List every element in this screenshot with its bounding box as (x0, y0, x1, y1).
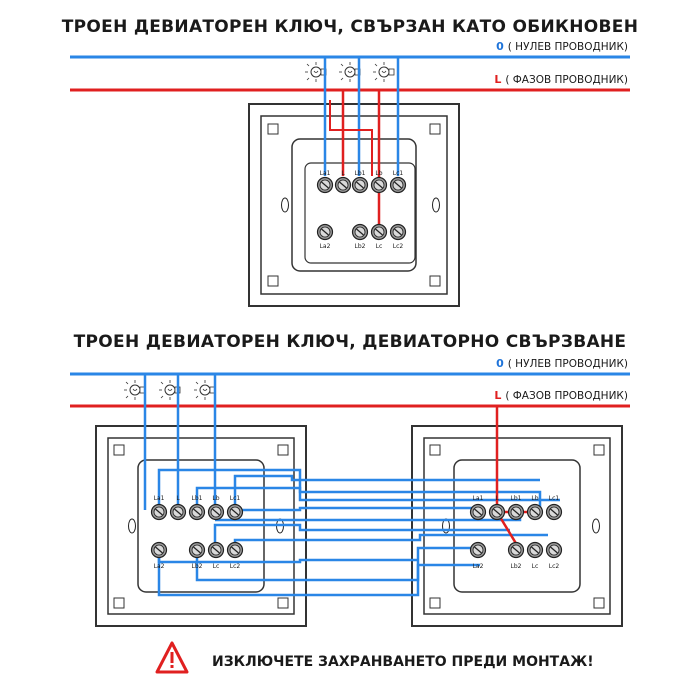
bottom-phase-letter: L (494, 389, 501, 402)
terminal-label: L (341, 170, 345, 177)
terminal-label: Lc1 (549, 495, 560, 502)
warning-text: ИЗКЛЮЧЕТЕ ЗАХРАНВАНЕТО ПРЕДИ МОНТАЖ! (212, 654, 594, 670)
terminal-label: Lc2 (230, 563, 241, 570)
terminal-label: La1 (473, 495, 484, 502)
terminal-label: L (495, 495, 499, 502)
top-phase-label: L ( ФАЗОВ ПРОВОДНИК) (494, 73, 628, 86)
terminal-label: Lb1 (355, 170, 366, 177)
terminal-label: Lc2 (393, 243, 404, 250)
warning-triangle-icon (155, 641, 189, 674)
lamp-icon (193, 379, 216, 401)
top-phase-text: ( ФАЗОВ ПРОВОДНИК) (505, 74, 628, 86)
terminal-label: La2 (154, 563, 165, 570)
terminal-label: La1 (320, 170, 331, 177)
top-phase-letter: L (494, 73, 501, 86)
terminal-label: Lc (376, 243, 383, 250)
bottom-phase-label: L ( ФАЗОВ ПРОВОДНИК) (494, 389, 628, 402)
terminal-label: L (176, 495, 180, 502)
top-wire-lb (329, 100, 373, 176)
right-switch (411, 425, 623, 627)
terminal-label: Lb (375, 170, 382, 177)
terminal-label: Lb1 (192, 495, 203, 502)
terminal-label: Lc (213, 563, 220, 570)
terminal-label: Lb (212, 495, 219, 502)
terminal-label: Lc (532, 563, 539, 570)
bottom-phase-text: ( ФАЗОВ ПРОВОДНИК) (505, 390, 628, 402)
terminal-label: La2 (473, 563, 484, 570)
terminal-label: Lb2 (192, 563, 203, 570)
bottom-title: ТРОЕН ДЕВИАТОРЕН КЛЮЧ, ДЕВИАТОРНО СВЪРЗВ… (74, 332, 627, 352)
lamp-icon (123, 379, 146, 401)
bottom-neutral-letter: 0 (496, 357, 504, 370)
terminal-label: La1 (154, 495, 165, 502)
top-neutral-letter: 0 (496, 40, 504, 53)
lamp-icon (372, 61, 395, 83)
bottom-neutral-label: 0 ( НУЛЕВ ПРОВОДНИК) (496, 357, 628, 370)
lamp-icon (304, 61, 327, 83)
terminal-label: Lc2 (549, 563, 560, 570)
terminal-label: Lb1 (511, 495, 522, 502)
terminal-label: Lb (531, 495, 538, 502)
terminal-label: La2 (320, 243, 331, 250)
terminal-label: Lc1 (393, 170, 404, 177)
terminal-label: Lb2 (511, 563, 522, 570)
terminal-label: Lc1 (230, 495, 241, 502)
top-neutral-text: ( НУЛЕВ ПРОВОДНИК) (508, 41, 628, 53)
top-title: ТРОЕН ДЕВИАТОРЕН КЛЮЧ, СВЪРЗАН КАТО ОБИК… (62, 17, 638, 37)
top-switch (248, 103, 460, 307)
top-neutral-label: 0 ( НУЛЕВ ПРОВОДНИК) (496, 40, 628, 53)
terminal-label: Lb2 (355, 243, 366, 250)
bottom-neutral-text: ( НУЛЕВ ПРОВОДНИК) (508, 358, 628, 370)
lamp-icon (338, 61, 361, 83)
